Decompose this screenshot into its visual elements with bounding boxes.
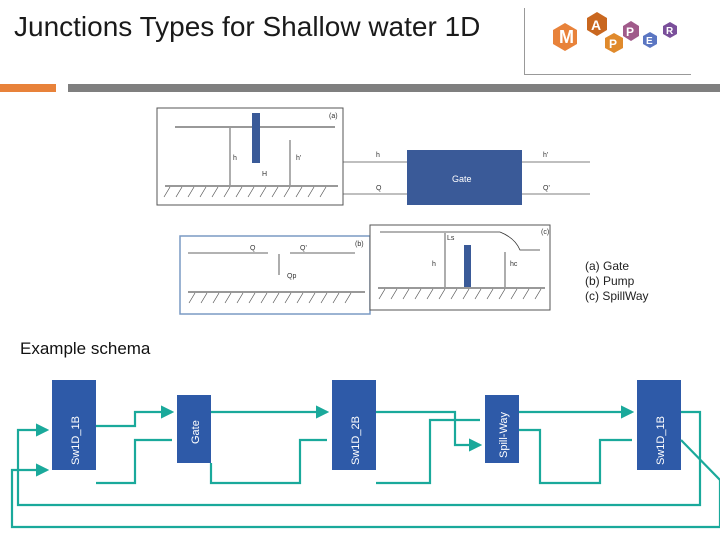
schematic-q-prime: Q' xyxy=(543,185,550,192)
panel-b-qp: Qp xyxy=(287,273,296,280)
logo-letter-p1: P xyxy=(609,37,617,51)
panel-c-h: h xyxy=(432,261,436,268)
panel-a-H: H xyxy=(262,171,267,178)
block-sw1d-1b-right: Sw1D_1B xyxy=(637,380,681,470)
junction-legend: (a) Gate (b) Pump (c) SpillWay xyxy=(585,259,649,304)
gate-schematic: h h' Q Q' Gate xyxy=(343,150,590,205)
block-1-label: Sw1D_1B xyxy=(70,416,82,465)
logo-letter-a: A xyxy=(591,17,601,33)
panel-c-spillway: (c) Ls h hc xyxy=(369,224,551,311)
panel-a-tag: (a) xyxy=(329,113,338,120)
panel-a-h-prime: h' xyxy=(296,155,301,162)
panel-b-q-prime: Q' xyxy=(300,245,307,252)
schematic-h-prime: h' xyxy=(543,152,548,159)
panel-b-pump: (b) Q Q' Qp xyxy=(179,235,371,315)
panel-b-tag: (b) xyxy=(355,241,364,248)
gate-box-label: Gate xyxy=(452,174,472,184)
block-2-label: Gate xyxy=(190,420,202,444)
title-accent-bar xyxy=(0,84,56,92)
legend-pump: (b) Pump xyxy=(585,274,635,288)
panel-c-tag: (c) xyxy=(541,229,549,236)
block-4-label: Spill-Way xyxy=(498,411,510,458)
panel-c-hc: hc xyxy=(510,261,518,268)
block-spillway: Spill-Way xyxy=(485,395,519,463)
logo-letter-m: M xyxy=(559,27,574,47)
logo-letter-p2: P xyxy=(626,25,634,39)
block-sw1d-2b: Sw1D_2B xyxy=(332,380,376,470)
example-schema-label: Example schema xyxy=(20,339,151,358)
mapper-logo: M A P P E R xyxy=(524,8,691,75)
title-underline-bar xyxy=(68,84,720,92)
block-gate: Gate xyxy=(177,395,211,463)
panel-a-gate: (a) h h' H xyxy=(156,107,344,206)
panel-b-q: Q xyxy=(250,245,256,252)
block-5-label: Sw1D_1B xyxy=(655,416,667,465)
slide-title: Junctions Types for Shallow water 1D xyxy=(14,11,481,42)
logo-letter-r: R xyxy=(666,26,674,37)
legend-spillway: (c) SpillWay xyxy=(585,289,649,303)
block-sw1d-1b-left: Sw1D_1B xyxy=(52,380,96,470)
logo-letter-e: E xyxy=(646,36,653,47)
schematic-q: Q xyxy=(376,185,382,192)
panel-a-h: h xyxy=(233,155,237,162)
block-3-label: Sw1D_2B xyxy=(350,416,362,465)
schematic-h: h xyxy=(376,152,380,159)
panel-c-top: Ls xyxy=(447,235,455,242)
logo-hexagons: M A P P E R xyxy=(553,12,677,53)
legend-gate: (a) Gate xyxy=(585,259,630,273)
schema-connections xyxy=(10,405,720,529)
